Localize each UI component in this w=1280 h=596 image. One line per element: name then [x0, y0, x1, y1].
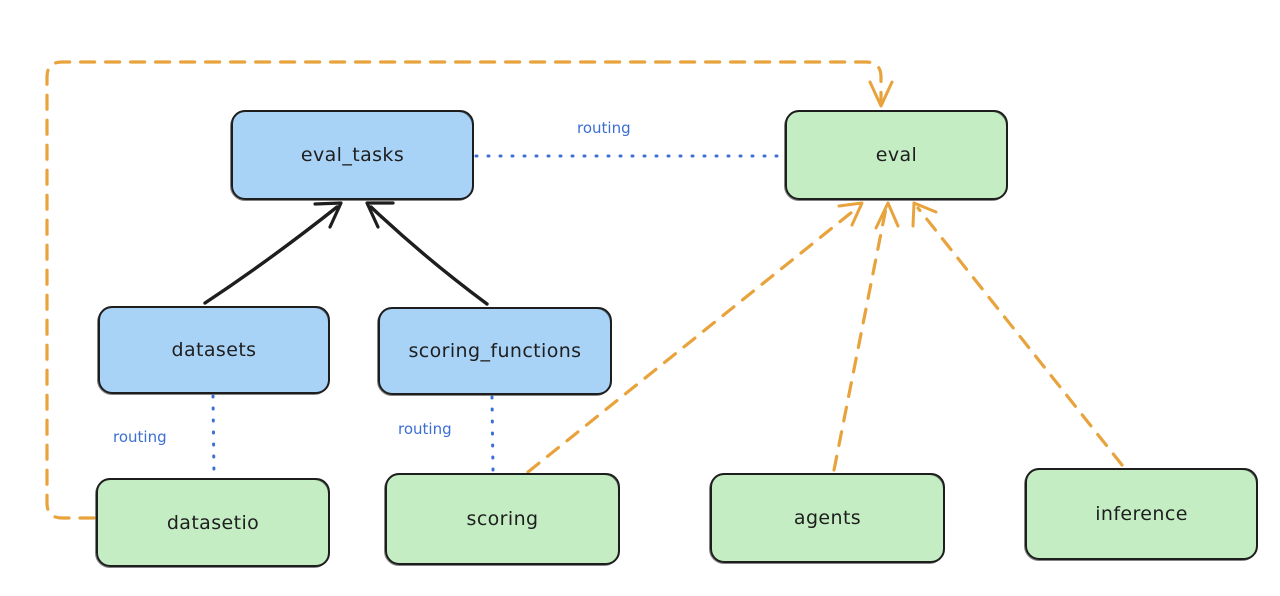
edge-scoring-to-eval [526, 201, 864, 474]
node-agents[interactable]: agents [709, 473, 945, 564]
node-eval[interactable]: eval [784, 110, 1008, 201]
node-eval-tasks[interactable]: eval_tasks [230, 110, 474, 201]
node-scoring[interactable]: scoring [384, 473, 620, 566]
node-label: datasetio [166, 511, 260, 534]
node-inference[interactable]: inference [1024, 468, 1258, 561]
node-label: scoring_functions [408, 340, 582, 362]
node-label: eval_tasks [300, 144, 405, 166]
node-label: scoring [466, 508, 539, 530]
edge-datasets-to-eval_tasks [203, 201, 343, 305]
edge-label-routing-eval-tasks-eval: routing [577, 119, 631, 137]
node-datasetio[interactable]: datasetio [95, 478, 330, 568]
node-label: inference [1095, 503, 1188, 525]
node-label: datasets [171, 339, 257, 361]
edge-scoring_functions-routing-scoring [490, 395, 495, 473]
node-scoring-functions[interactable]: scoring_functions [377, 307, 612, 396]
node-datasets[interactable]: datasets [97, 306, 330, 395]
edge-datasets-routing-datasetio [211, 394, 216, 478]
edge-label-routing-scoring-functions-scoring: routing [398, 420, 452, 438]
edge-label-routing-datasets-datasetio: routing [113, 428, 167, 446]
edge-datasetio-to-eval [45, 60, 894, 520]
edge-inference-to-eval [911, 201, 1124, 467]
edge-agents-to-eval [832, 201, 900, 472]
edge-scoring_functions-to-eval_tasks [365, 201, 489, 306]
node-label: eval [875, 144, 918, 166]
node-label: agents [793, 507, 862, 529]
